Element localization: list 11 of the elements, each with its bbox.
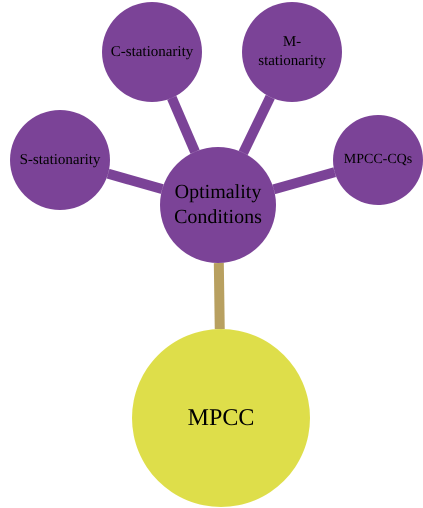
branch-connector <box>167 96 200 154</box>
branch-connector <box>106 168 164 194</box>
topic-label: Optimality Conditions <box>173 180 263 230</box>
branch-connector <box>272 167 336 194</box>
branch-connector <box>238 94 275 155</box>
topic-label: M-stationarity <box>257 33 327 71</box>
topic-label: C-stationarity <box>110 42 194 62</box>
topic-label: MPCC-CQs <box>344 151 412 169</box>
topic-label: MPCC <box>188 404 254 433</box>
topic-label: S-stationarity <box>20 150 100 170</box>
branch-connector <box>214 262 225 330</box>
